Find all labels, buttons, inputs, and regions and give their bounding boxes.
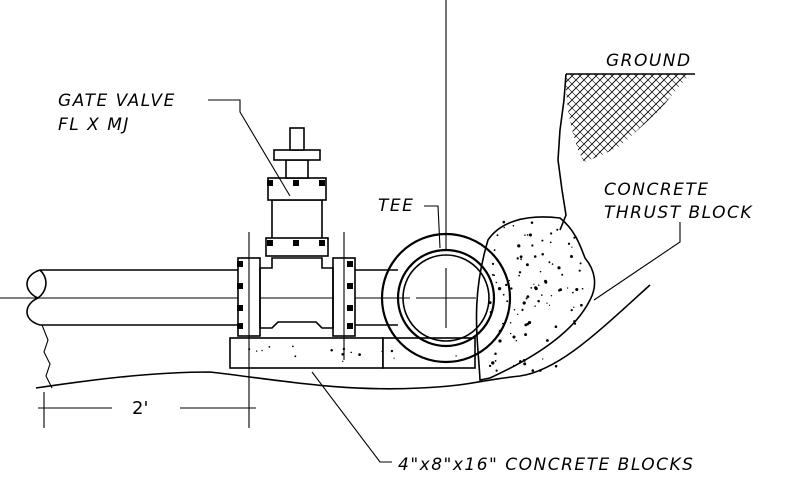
label-tee: TEE bbox=[378, 196, 414, 216]
label-thrust-block: THRUST BLOCK bbox=[604, 203, 753, 223]
ground-profile bbox=[557, 73, 695, 231]
flange-bolts bbox=[237, 180, 353, 329]
soil-hatch bbox=[566, 74, 690, 162]
tee-fitting bbox=[380, 0, 512, 364]
concrete-thrust-block bbox=[475, 216, 596, 381]
label-gate-valve: GATE VALVE bbox=[58, 91, 176, 111]
dimension-2ft bbox=[38, 360, 256, 428]
trench-bottom-line bbox=[35, 284, 651, 390]
label-concrete: CONCRETE bbox=[604, 180, 710, 200]
gate-valve bbox=[237, 127, 356, 360]
label-concrete-blocks: 4"x8"x16" CONCRETE BLOCKS bbox=[398, 455, 694, 475]
thrust-block-aggregate bbox=[488, 220, 584, 372]
water-pipe bbox=[0, 269, 410, 389]
label-dimension: 2' bbox=[132, 398, 148, 419]
label-fl-x-mj: FL X MJ bbox=[58, 115, 130, 135]
label-ground: GROUND bbox=[606, 51, 692, 71]
leader-lines bbox=[208, 99, 681, 463]
concrete-support-blocks bbox=[229, 337, 476, 369]
